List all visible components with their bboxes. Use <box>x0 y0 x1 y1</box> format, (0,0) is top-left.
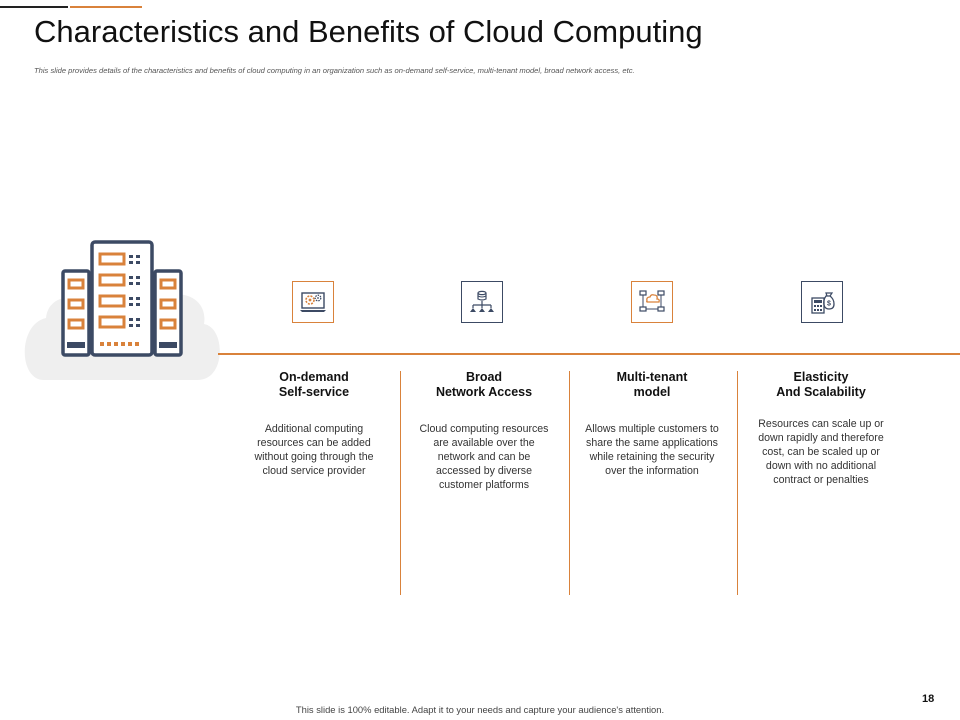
feature-1-icon-box <box>292 281 334 323</box>
calculator-money-icon: $ <box>811 292 835 314</box>
settings-laptop-icon <box>300 292 326 312</box>
feature-4-icon-box: $ <box>801 281 843 323</box>
feature-2-icon-box <box>461 281 503 323</box>
feature-description: Resources can scale up or down rapidly a… <box>758 418 884 486</box>
feature-description: Additional computing resources can be ad… <box>254 423 374 477</box>
slide-title: Characteristics and Benefits of Cloud Co… <box>34 14 703 49</box>
network-hierarchy-icon <box>470 290 494 312</box>
multi-tenant-cloud-icon <box>639 290 665 312</box>
feature-3-icon-box <box>631 281 673 323</box>
top-accent-line-orange <box>70 6 142 8</box>
cloud-server-buildings-icon <box>24 240 220 380</box>
timeline-line <box>218 353 960 355</box>
page-number: 18 <box>922 693 935 705</box>
svg-text:$: $ <box>827 301 831 308</box>
feature-description: Cloud computing resources are available … <box>419 423 549 491</box>
column-divider <box>400 371 401 595</box>
top-accent-line-dark <box>0 6 68 8</box>
feature-description: Allows multiple customers to share the s… <box>585 423 719 477</box>
slide-footer: This slide is 100% editable. Adapt it to… <box>295 704 665 715</box>
column-divider <box>569 371 570 595</box>
slide-subtitle: This slide provides details of the chara… <box>34 66 635 75</box>
column-divider <box>737 371 738 595</box>
